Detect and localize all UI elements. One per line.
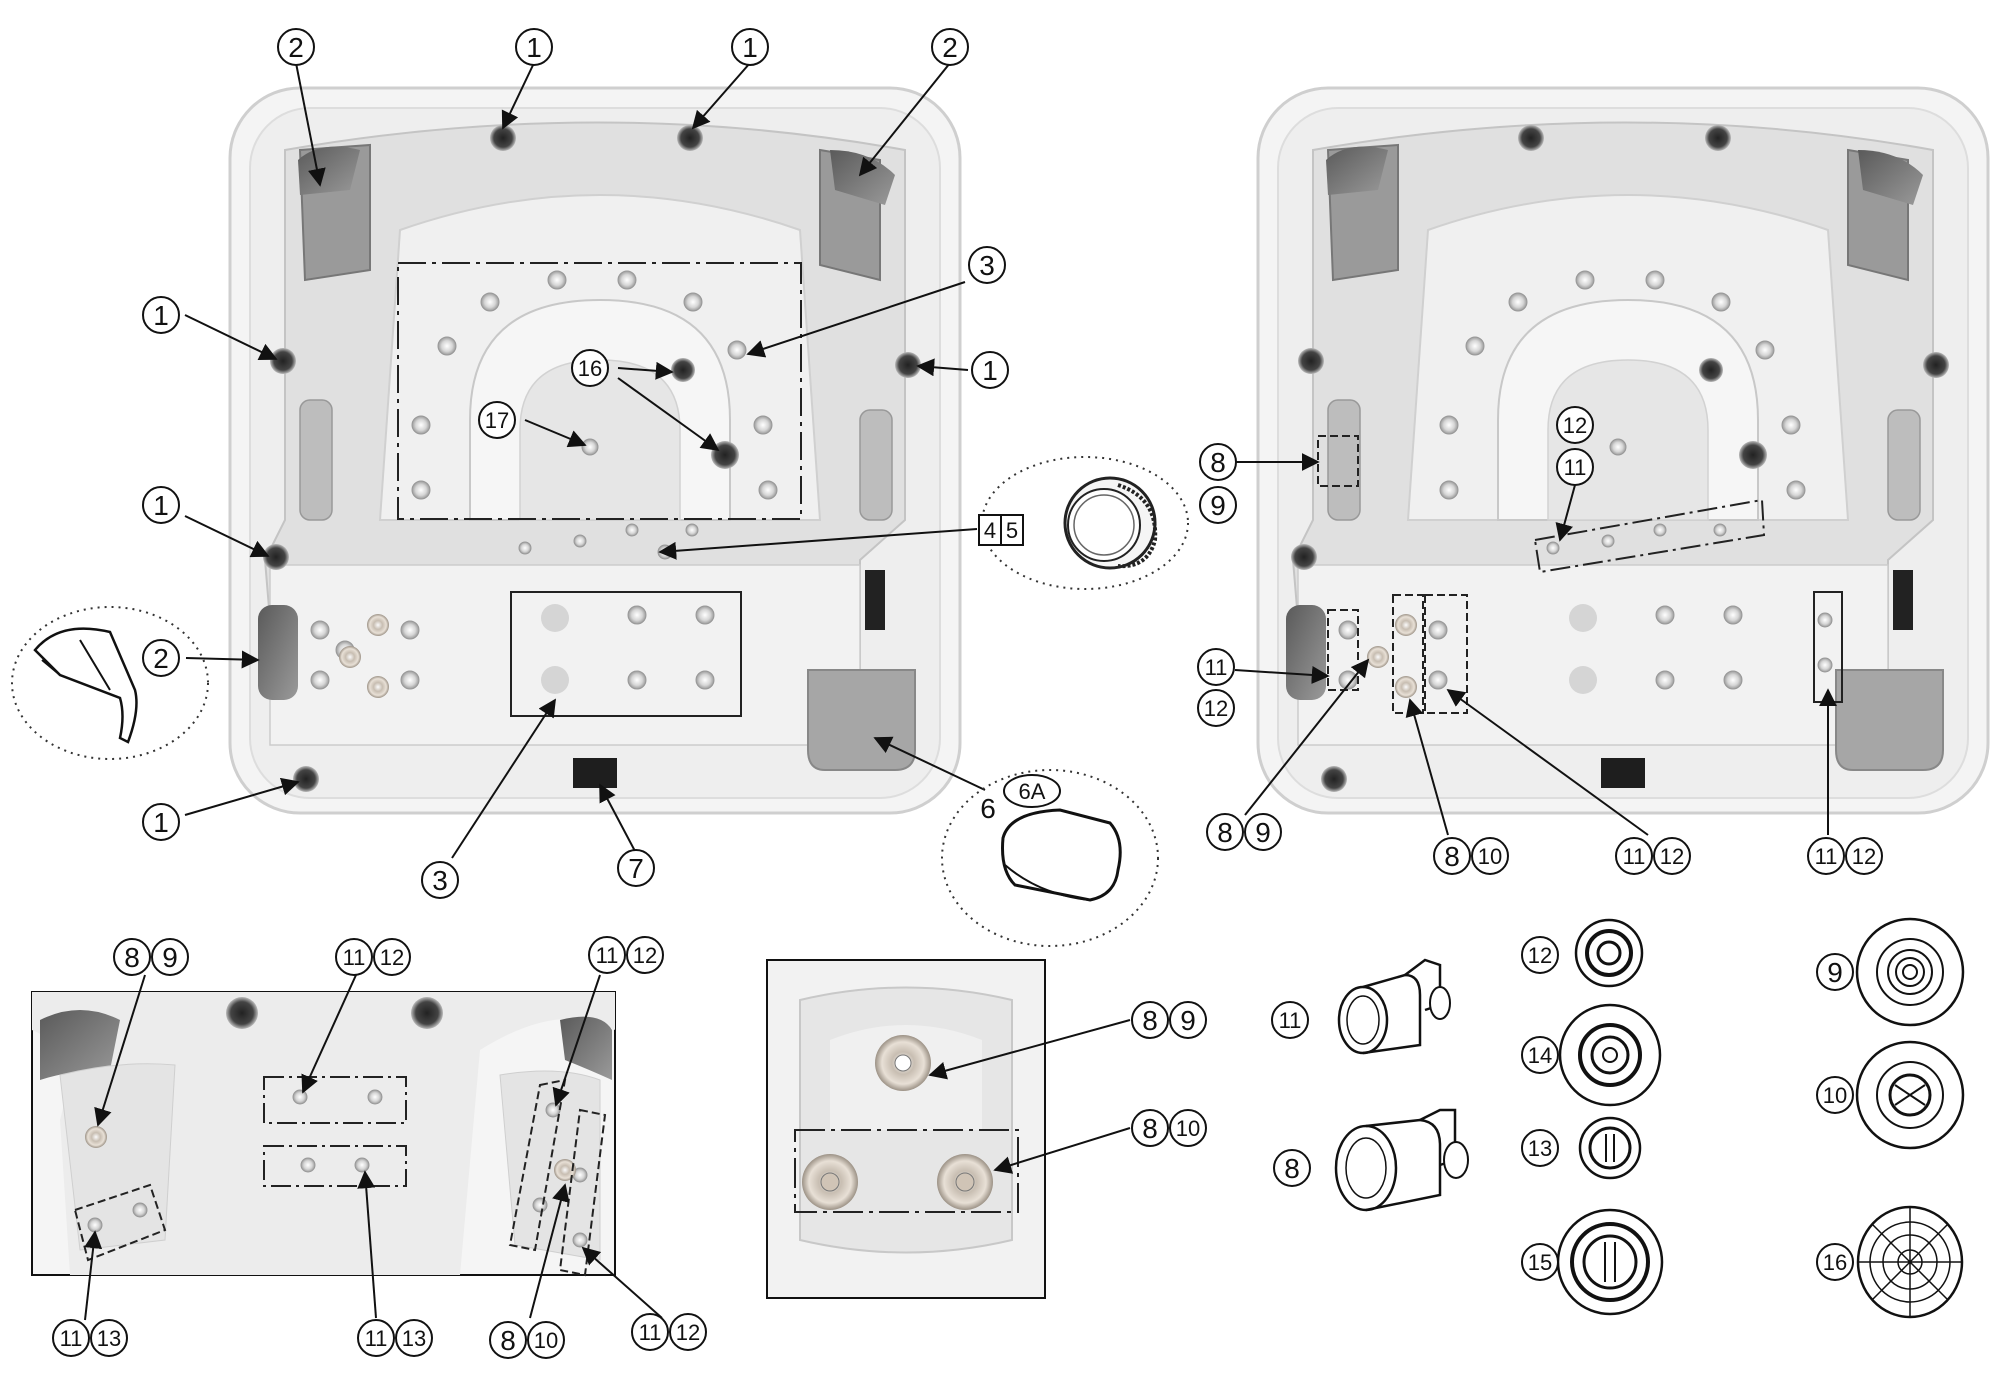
inset-part-4-5 xyxy=(981,456,1189,590)
part-14-nozzle: 14 xyxy=(1521,1003,1662,1107)
label-17: 17 xyxy=(485,408,509,433)
label-8-p6: 8 xyxy=(500,1325,516,1356)
label-10-s2: 10 xyxy=(1176,1116,1200,1141)
label-11-c: 11 xyxy=(1623,844,1646,869)
inset-cornerrest xyxy=(941,769,1159,947)
label-12-part: 12 xyxy=(1528,943,1552,968)
seat-closeup-view xyxy=(766,959,1046,1299)
label-1-top-b: 1 xyxy=(742,32,758,63)
callouts-left-tub xyxy=(184,62,986,859)
label-2-topright: 2 xyxy=(942,32,958,63)
box-label-4-5: 4 5 xyxy=(978,514,1024,546)
callouts-seat xyxy=(928,1019,1131,1174)
label-12-d: 12 xyxy=(1852,844,1876,869)
jet-markers xyxy=(310,270,778,690)
label-10-part: 10 xyxy=(1823,1083,1847,1108)
label-9-p1: 9 xyxy=(162,942,178,973)
label-12-p3: 12 xyxy=(633,943,657,968)
label-11-p4: 11 xyxy=(60,1326,83,1351)
label-6A: 6A xyxy=(1019,779,1046,804)
labels-seat: 8 9 8 10 xyxy=(1131,1001,1207,1147)
callouts-right-tub xyxy=(1234,453,1837,836)
label-8-p1: 8 xyxy=(124,942,140,973)
labels-right-tub: 8 9 12 11 11 12 8 9 8 10 11 12 11 12 xyxy=(1197,406,1883,875)
part-9-face: 9 xyxy=(1816,917,1965,1027)
label-9-r: 9 xyxy=(1210,490,1226,521)
label-16: 16 xyxy=(578,356,602,381)
label-10-p6: 10 xyxy=(534,1328,558,1353)
label-3-top: 3 xyxy=(979,250,995,281)
label-7: 7 xyxy=(628,853,644,884)
label-6: 6 xyxy=(980,793,996,824)
label-13-p5: 13 xyxy=(402,1326,426,1351)
label-11-p2: 11 xyxy=(343,945,366,970)
label-5: 5 xyxy=(1006,518,1018,543)
label-8-a: 8 xyxy=(1217,817,1233,848)
spa-perspective-view xyxy=(31,991,616,1277)
part-10-face: 10 xyxy=(1816,1040,1965,1150)
label-16-part: 16 xyxy=(1823,1250,1847,1275)
label-9-s1: 9 xyxy=(1180,1005,1196,1036)
label-1-top-a: 1 xyxy=(526,32,542,63)
label-8-s2: 8 xyxy=(1142,1113,1158,1144)
part-12-nozzle: 12 xyxy=(1521,918,1644,988)
label-1-left-a: 1 xyxy=(153,300,169,331)
labels-left-tub: 2 1 1 2 1 1 3 1 2 1 16 17 3 7 6 6A xyxy=(142,28,1061,899)
part-11-jet-body: 11 xyxy=(1271,958,1451,1055)
part-8-jet-body: 8 xyxy=(1273,1108,1469,1212)
part-13-nozzle: 13 xyxy=(1521,1116,1642,1180)
label-1-left-b: 1 xyxy=(153,490,169,521)
label-13-p4: 13 xyxy=(97,1326,121,1351)
label-12-left: 12 xyxy=(1204,696,1228,721)
inset-pillow xyxy=(11,606,209,760)
label-1-right: 1 xyxy=(982,355,998,386)
label-11-left: 11 xyxy=(1205,655,1228,680)
label-2-topleft: 2 xyxy=(288,32,304,63)
label-8-s1: 8 xyxy=(1142,1005,1158,1036)
label-11-p5: 11 xyxy=(365,1326,388,1351)
label-12-p7: 12 xyxy=(676,1320,700,1345)
label-11-center: 11 xyxy=(1564,455,1587,480)
label-12-p2: 12 xyxy=(380,945,404,970)
label-8-r: 8 xyxy=(1210,447,1226,478)
label-12-c: 12 xyxy=(1660,844,1684,869)
label-11-d: 11 xyxy=(1815,844,1838,869)
label-8-part: 8 xyxy=(1284,1153,1300,1184)
callouts-perspective xyxy=(84,974,663,1321)
label-11-p7: 11 xyxy=(639,1320,662,1345)
label-9-a: 9 xyxy=(1255,817,1271,848)
part-16-whirlpool: 16 xyxy=(1816,1205,1964,1319)
label-15-part: 15 xyxy=(1528,1250,1552,1275)
label-11-p3: 11 xyxy=(596,943,619,968)
label-10-b: 10 xyxy=(1478,844,1502,869)
label-2-left: 2 xyxy=(153,643,169,674)
beige-jet-markers xyxy=(339,604,569,698)
part-15-nozzle: 15 xyxy=(1521,1208,1664,1316)
labels-perspective: 8 9 11 12 11 12 11 13 11 13 8 10 11 12 xyxy=(52,936,707,1359)
label-11-part: 11 xyxy=(1279,1008,1302,1033)
label-9-part: 9 xyxy=(1827,957,1843,988)
label-14-part: 14 xyxy=(1528,1043,1552,1068)
label-13-part: 13 xyxy=(1528,1136,1552,1161)
label-3-bottom: 3 xyxy=(432,865,448,896)
label-4: 4 xyxy=(984,518,996,543)
label-8-b: 8 xyxy=(1444,841,1460,872)
label-12-center: 12 xyxy=(1563,413,1587,438)
spa-top-view-left xyxy=(228,86,962,815)
label-1-left-c: 1 xyxy=(153,807,169,838)
spa-top-view-right xyxy=(1256,86,1990,815)
